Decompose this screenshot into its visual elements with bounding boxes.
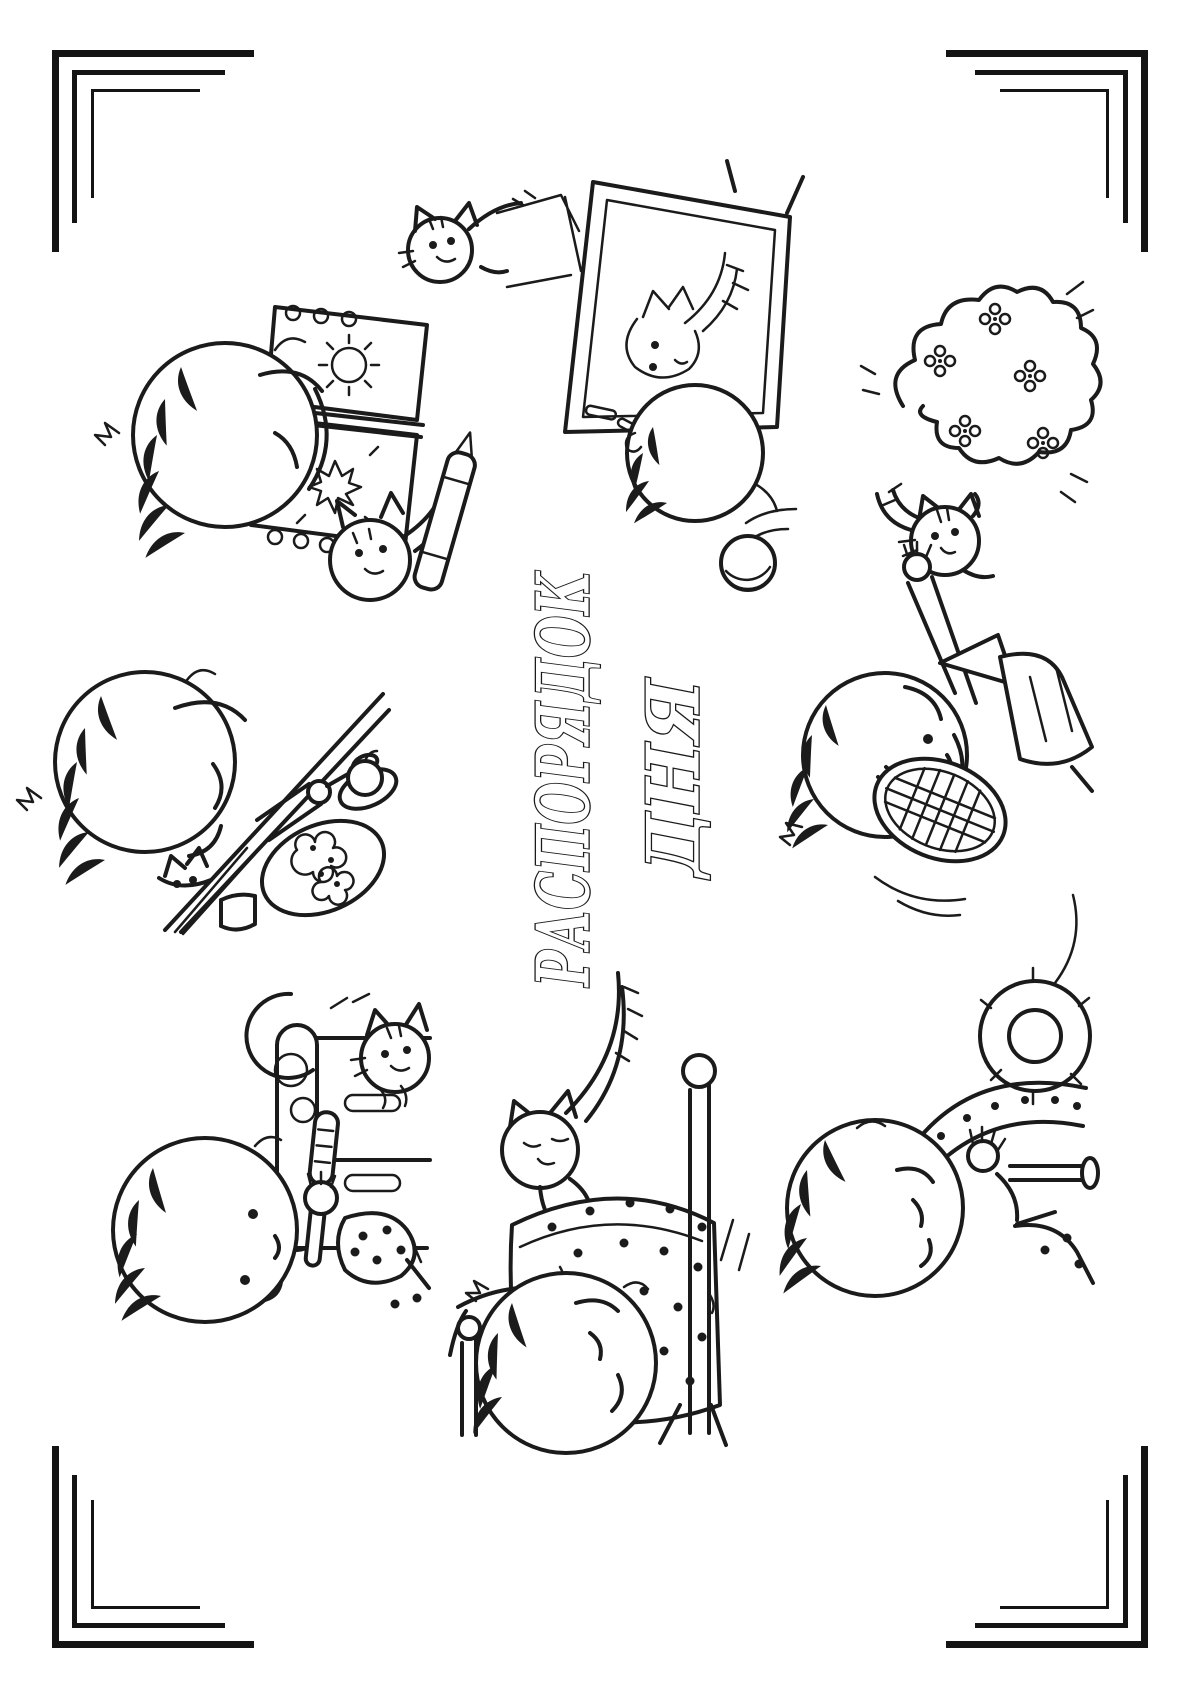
scene-washing-up: [715, 888, 1100, 1300]
scene-brushing-teeth: [95, 930, 432, 1327]
title-line1: РАСПОРЯДОК: [521, 570, 606, 988]
scene-playing-ball: [700, 505, 1095, 917]
corner-bracket-top-left: [52, 50, 254, 252]
corner-bracket-bottom-right: [946, 1446, 1148, 1648]
page-title: РАСПОРЯДОК ДНЯ: [503, 563, 718, 993]
corner-bracket-bottom-left: [52, 1446, 254, 1648]
scene-drawing-easel: [385, 155, 805, 529]
corner-bracket-top-right: [946, 50, 1148, 252]
scene-flower-bush: [845, 278, 1103, 593]
scene-reading-book: [93, 255, 477, 625]
scene-eating-meal: [15, 612, 399, 936]
title-line2: ДНЯ: [631, 677, 716, 880]
scene-sleeping-bed: [428, 935, 728, 1455]
